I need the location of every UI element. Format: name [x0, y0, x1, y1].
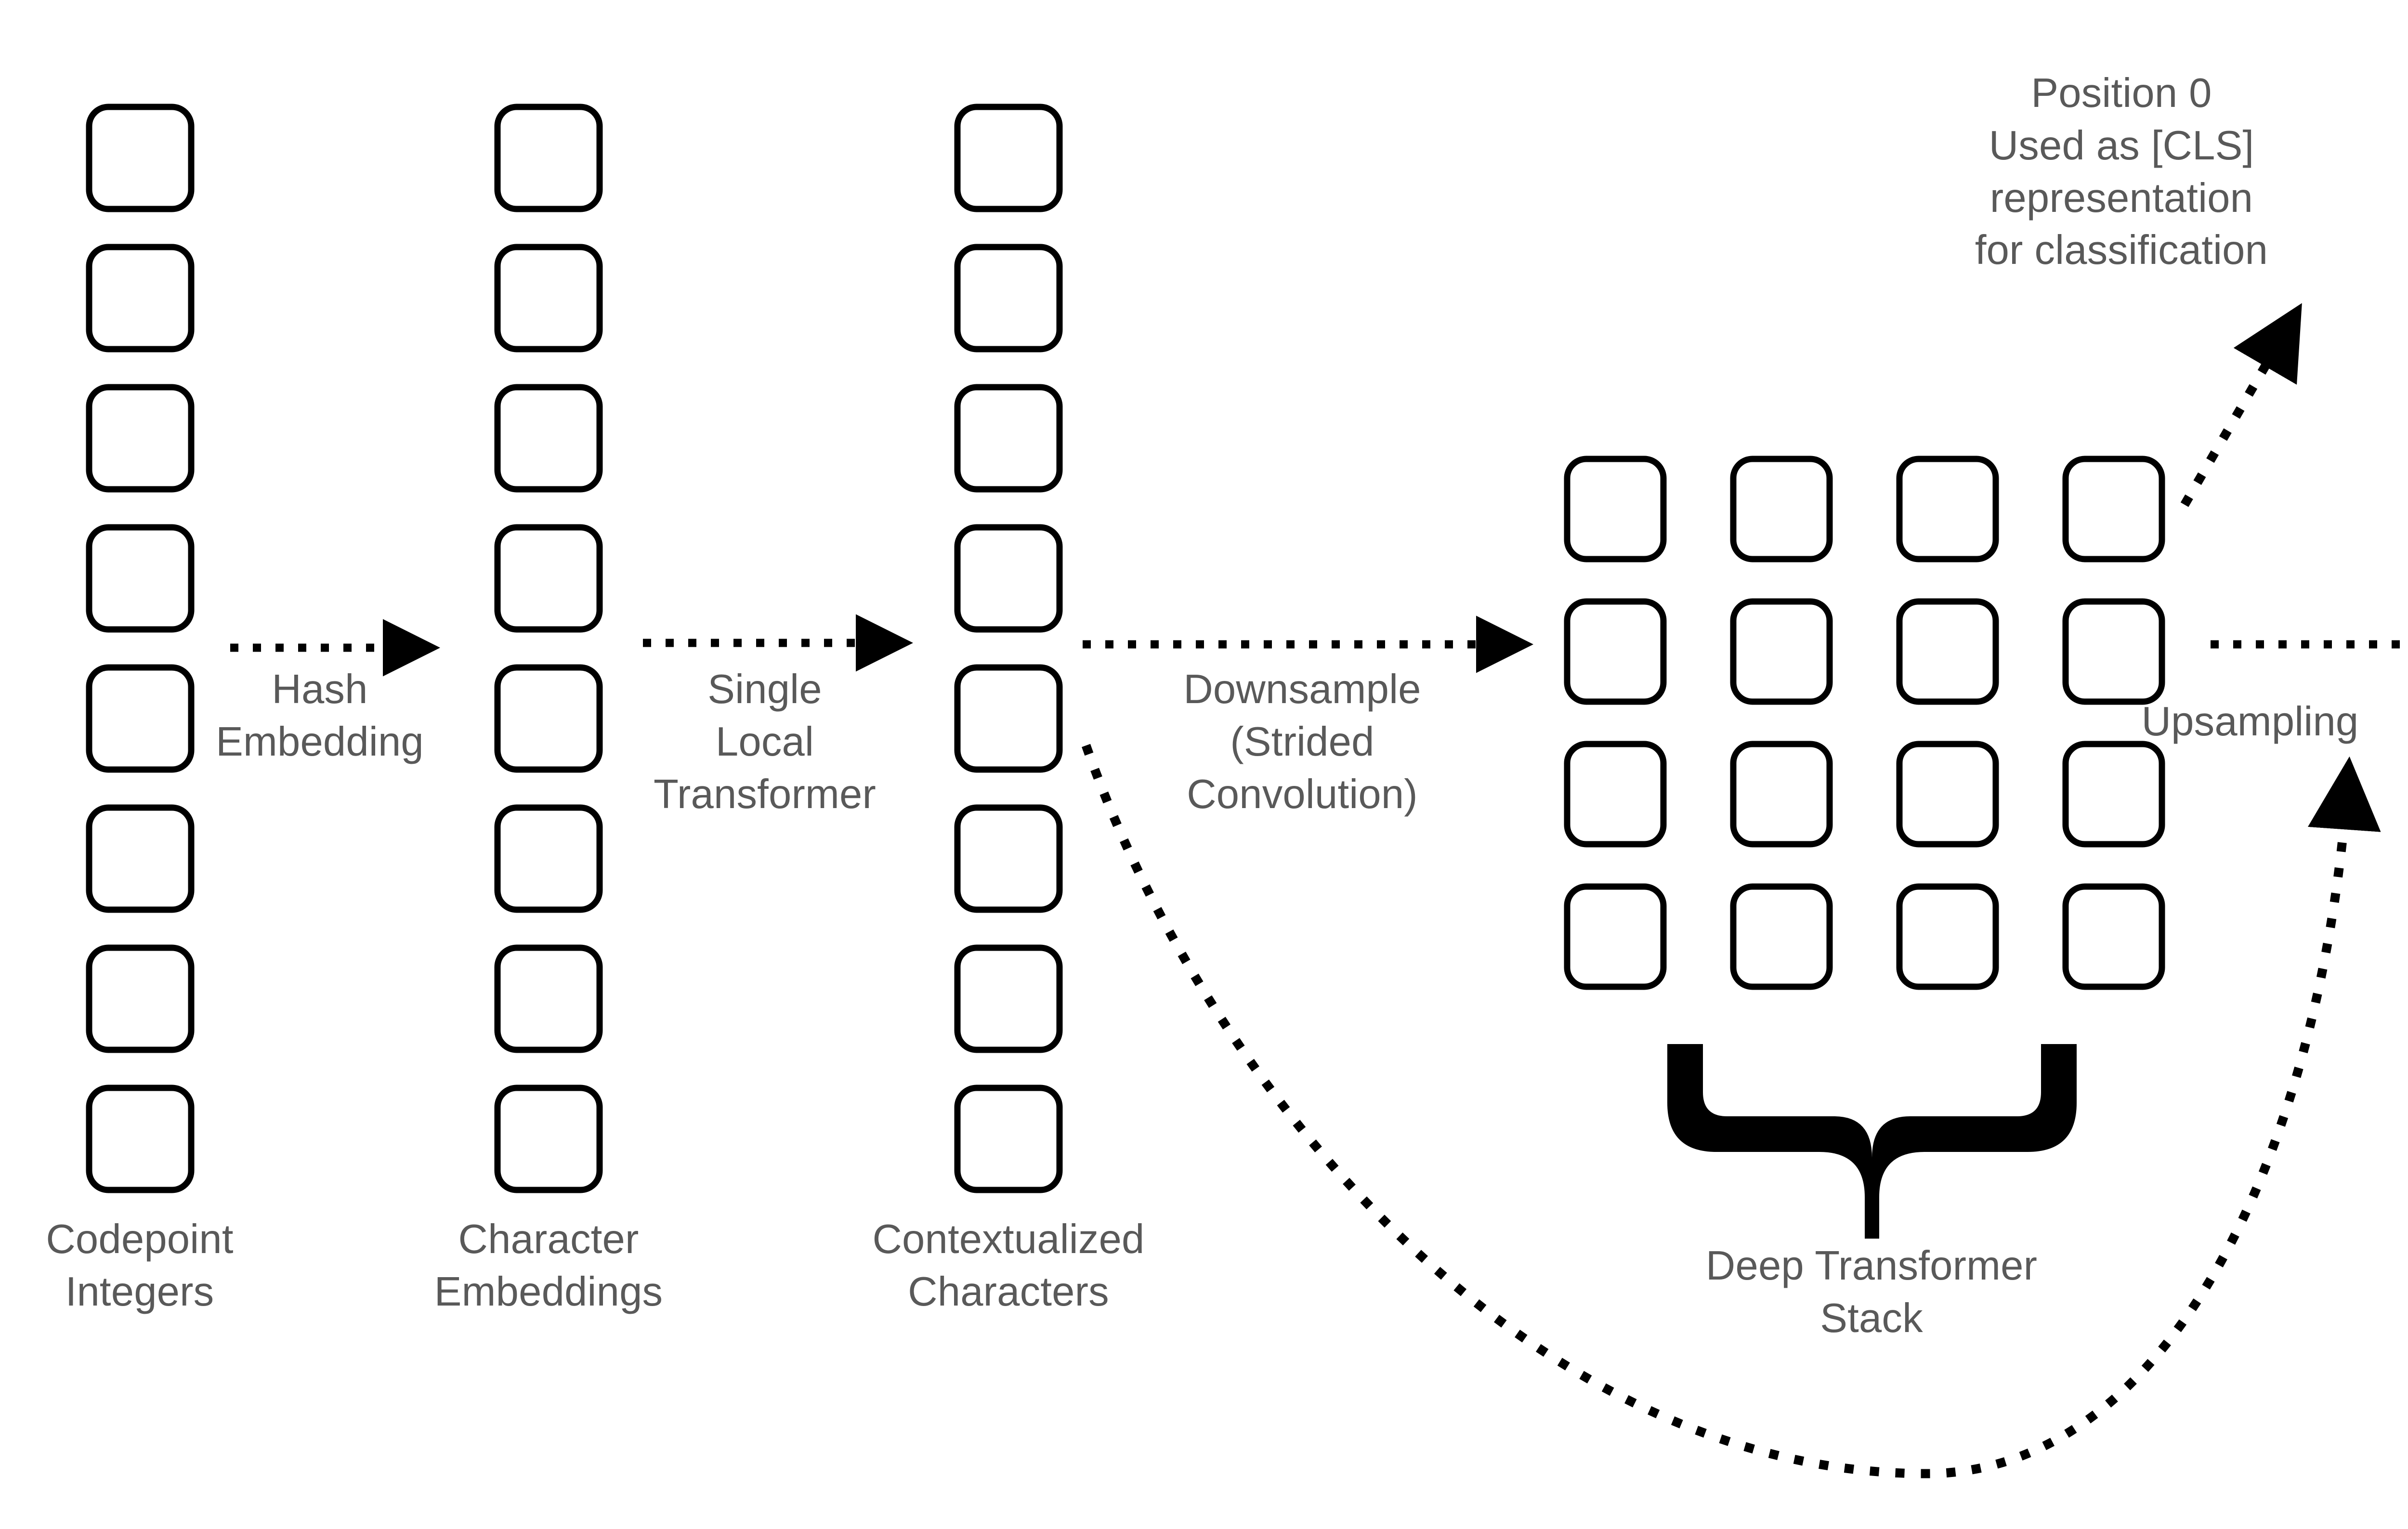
cell-box [86, 944, 195, 1053]
cell-box [2062, 598, 2165, 705]
column-contextualized-characters-boxes [954, 104, 1063, 1193]
arrow-residual-skip [1082, 744, 2381, 1478]
cell-box [494, 244, 603, 353]
stage-label-deep-transformer-stack: Deep Transformer Stack [1705, 1243, 2038, 1341]
cell-box [86, 664, 195, 773]
column-character-embeddings-boxes [494, 104, 603, 1193]
cell-box [1564, 883, 1667, 990]
cell-box [954, 664, 1063, 773]
cell-box [954, 804, 1063, 913]
cell-box [86, 804, 195, 913]
cell-box [494, 104, 603, 212]
cell-box [494, 664, 603, 773]
stage-label-contextualized-characters: Contextualized Characters [872, 1216, 1145, 1315]
cell-box [954, 384, 1063, 493]
cell-box [954, 104, 1063, 212]
cell-box [1564, 598, 1667, 705]
stage-label-codepoint-integers: Codepoint Integers [46, 1216, 234, 1315]
deep-stack-brace-icon [1667, 1044, 2077, 1239]
cell-box [954, 1085, 1063, 1193]
cell-box [1564, 456, 1667, 562]
edge-label-hash-embedding: Hash Embedding [216, 666, 424, 765]
column-codepoint-integers-boxes [86, 104, 195, 1193]
cell-box [1730, 883, 1833, 990]
cell-box [954, 524, 1063, 633]
annotation-cls-note: Position 0 Used as [CLS] representation … [1975, 70, 2268, 274]
cell-box [2062, 883, 2165, 990]
cell-box [2062, 741, 2165, 848]
cell-box [494, 944, 603, 1053]
cell-box [1896, 883, 1999, 990]
cell-box [2062, 456, 2165, 562]
cell-box [86, 384, 195, 493]
cell-box [86, 104, 195, 212]
cell-box [1730, 741, 1833, 848]
cell-box [494, 384, 603, 493]
cell-box [954, 944, 1063, 1053]
edge-label-downsample: Downsample (Strided Convolution) [1183, 666, 1421, 817]
cell-box [1730, 456, 1833, 562]
cell-box [86, 524, 195, 633]
arrow-cls-pointer [2180, 303, 2302, 507]
cell-box [494, 804, 603, 913]
grid-deep-transformer-stack-boxes [1564, 456, 2165, 990]
cell-box [494, 1085, 603, 1193]
cell-box [954, 244, 1063, 353]
stage-label-character-embeddings: Character Embeddings [434, 1216, 663, 1315]
cell-box [1896, 456, 1999, 562]
cell-box [86, 244, 195, 353]
cell-box [494, 524, 603, 633]
cell-box [86, 1085, 195, 1193]
cell-box [1896, 598, 1999, 705]
cell-box [1896, 741, 1999, 848]
edge-label-single-local-transformer: Single Local Transformer [654, 666, 876, 817]
cell-box [1564, 741, 1667, 848]
edge-label-upsampling: Upsampling [2141, 699, 2359, 745]
cell-box [1730, 598, 1833, 705]
